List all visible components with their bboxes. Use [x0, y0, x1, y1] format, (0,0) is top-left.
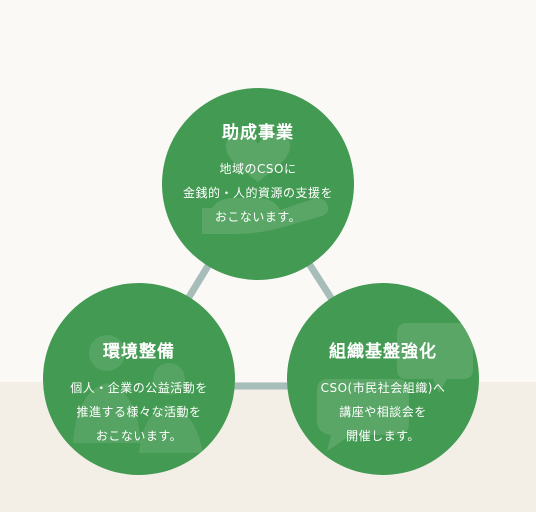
node-description-line: 地域のCSOに — [219, 162, 297, 176]
node-description-line: 金銭的・人的資源の支援を — [182, 186, 333, 200]
node-description-line: おこないます。 — [95, 429, 183, 443]
node-description-line: 講座や相談会を — [339, 405, 427, 419]
speech-bubbles-icon — [317, 323, 473, 451]
heart-in-hand-icon — [202, 132, 329, 234]
node-environment-development: 環境整備 個人・企業の公益活動を 推進する様々な活動を おこないます。 — [43, 283, 235, 475]
node-title: 組織基盤強化 — [329, 342, 437, 362]
node-description-line: 個人・企業の公益活動を — [70, 381, 208, 395]
node-description-line: 推進する様々な活動を — [76, 405, 202, 419]
node-organizational-strengthening: 組織基盤強化 CSO(市民社会組織)へ 講座や相談会を 開催します。 — [287, 283, 479, 475]
node-title: 助成事業 — [222, 123, 294, 143]
node-grant-program: 助成事業 地域のCSOに 金銭的・人的資源の支援を おこないます。 — [162, 88, 354, 280]
people-icon — [73, 335, 203, 453]
node-description-line: 開催します。 — [346, 429, 420, 443]
node-description-line: CSO(市民社会組織)へ — [320, 381, 446, 395]
node-title: 環境整備 — [103, 342, 175, 362]
node-description-line: おこないます。 — [214, 210, 302, 224]
